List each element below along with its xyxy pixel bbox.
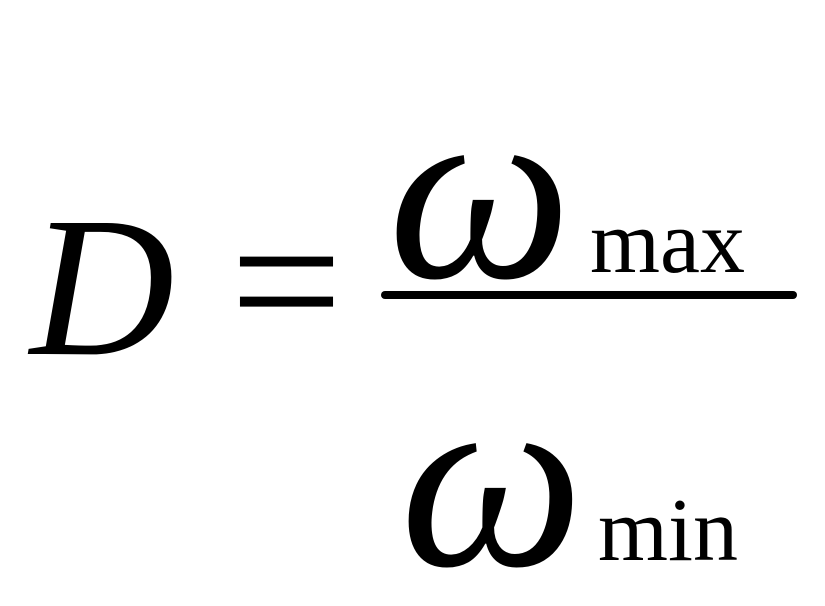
numerator-subscript: max bbox=[590, 193, 745, 292]
numerator-omega: ω bbox=[388, 46, 572, 334]
denominator-subscript: min bbox=[598, 481, 739, 580]
formula-lhs-variable: D bbox=[30, 177, 175, 398]
fraction-bar bbox=[381, 291, 797, 299]
equals-sign: = bbox=[230, 171, 343, 392]
denominator-omega: ω bbox=[400, 334, 584, 606]
